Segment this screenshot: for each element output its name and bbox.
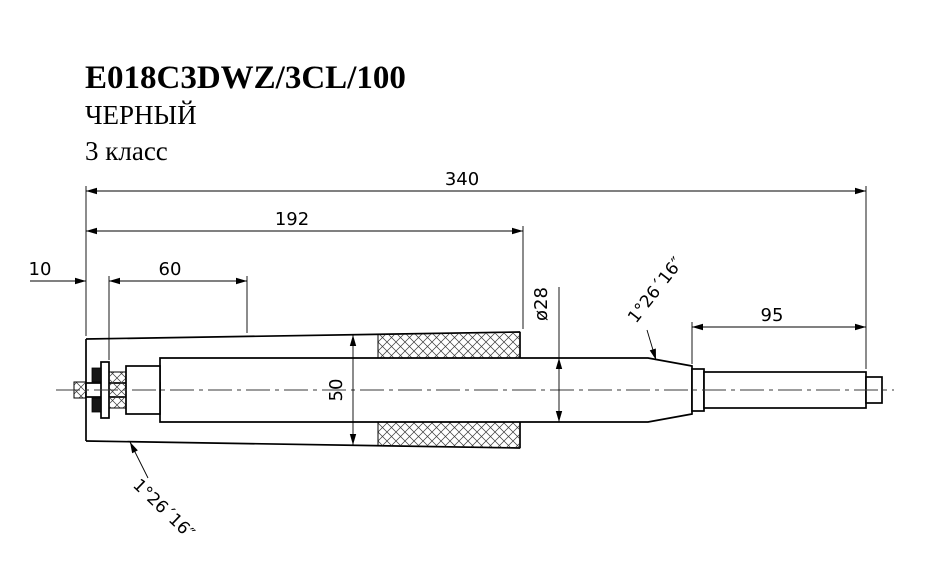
dimension-10: 10 [29, 259, 86, 285]
dim-label-340: 340 [445, 169, 479, 190]
dimension-angle-upper: 1°26´16″ [624, 254, 688, 361]
angle-label-upper: 1°26´16″ [624, 254, 687, 327]
dimension-60: 60 [109, 259, 247, 285]
color-label: ЧЕРНЫЙ [85, 100, 197, 130]
dim-label-dia28: ø28 [531, 287, 552, 321]
dimension-192: 192 [86, 209, 523, 235]
dimension-angle-lower: 1°26´16″ [129, 441, 199, 543]
class-label: 3 класс [85, 136, 168, 166]
dimension-340: 340 [86, 169, 866, 195]
dim-label-192: 192 [275, 209, 309, 230]
dim-label-50: 50 [326, 379, 347, 402]
clip-upper [91, 367, 102, 383]
angle-label-lower: 1°26´16″ [129, 475, 199, 543]
dim-label-10: 10 [29, 259, 52, 280]
clip-lower [91, 397, 102, 413]
hatch-section-bottom [377, 421, 521, 449]
dimension-50: 50 [326, 335, 357, 445]
hatch-section-top [377, 331, 521, 359]
dim-label-60: 60 [159, 259, 182, 280]
dim-label-95: 95 [761, 305, 784, 326]
dimension-dia28: ø28 [531, 287, 563, 422]
dimension-95: 95 [692, 305, 866, 331]
part-number: E018C3DWZ/3CL/100 [85, 60, 406, 96]
